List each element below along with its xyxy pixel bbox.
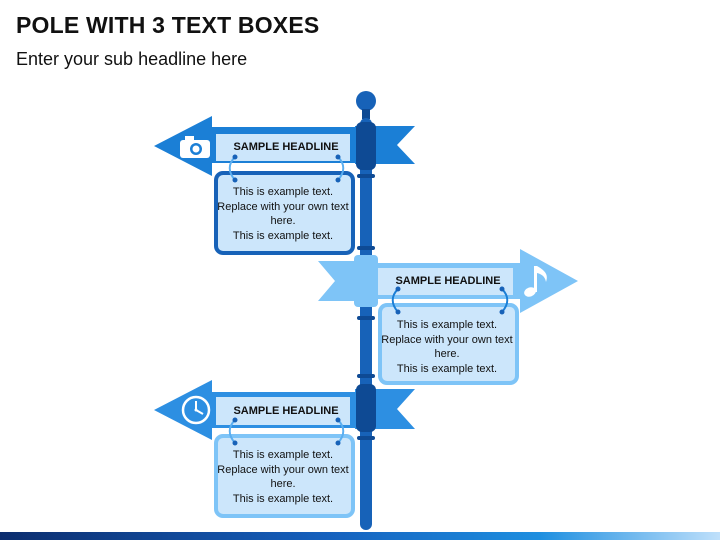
sign-2-headline: SAMPLE HEADLINE: [395, 275, 501, 287]
footer-gradient-bar: [0, 532, 720, 540]
sign-1-textbox: [214, 171, 355, 255]
sign-3-headline: SAMPLE HEADLINE: [233, 405, 339, 417]
sign-1-rivets: [232, 154, 341, 183]
sign-1-headline: SAMPLE HEADLINE: [233, 141, 339, 153]
music-note-icon: [524, 266, 547, 297]
sign-2-rivets: [395, 286, 505, 315]
sign-3-textbox: [214, 434, 355, 518]
clock-icon: [181, 395, 211, 425]
sign-1-body: This is example text. Replace with your …: [217, 186, 349, 242]
sign-2-textbox: [378, 303, 519, 385]
pole: [354, 91, 378, 530]
sign-3-body: This is example text. Replace with your …: [217, 449, 349, 505]
camera-icon: [180, 136, 210, 158]
page-title: POLE WITH 3 TEXT BOXES: [16, 12, 320, 38]
sign-3-arrow: [154, 380, 415, 440]
sign-3-rivets: [232, 417, 341, 446]
page-subtitle: Enter your sub headline here: [16, 49, 248, 69]
sign-2-body: This is example text. Replace with your …: [381, 319, 513, 375]
